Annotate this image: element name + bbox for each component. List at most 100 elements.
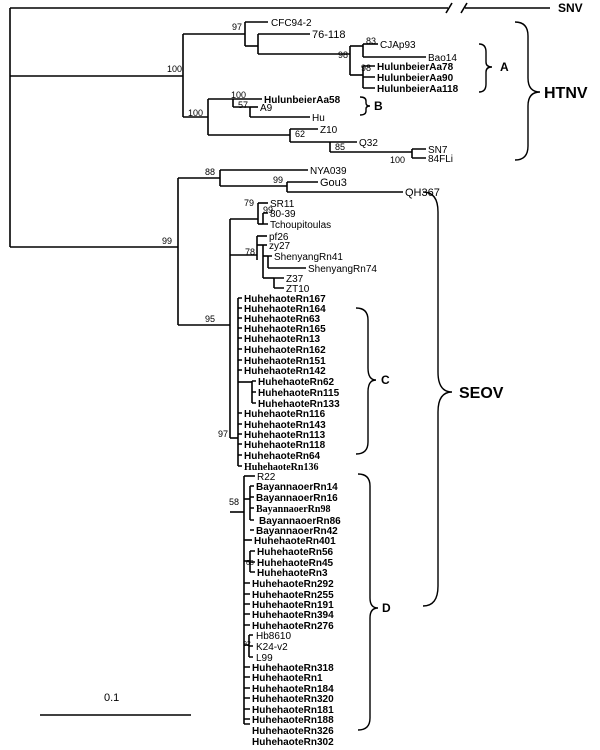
taxon-label: Hu xyxy=(312,113,325,124)
taxon-label: HuhehaoteRn276 xyxy=(252,621,334,632)
clade-b-bracket xyxy=(359,96,371,116)
bootstrap-value: 57 xyxy=(238,100,248,110)
taxon-label: HuhehaoteRn164 xyxy=(244,304,326,315)
taxon-label: Hb8610 xyxy=(256,631,291,642)
taxon-label: HuhehaoteRn115 xyxy=(258,388,340,399)
taxon-label: HuhehaoteRn181 xyxy=(252,705,334,716)
bootstrap-value: 97 xyxy=(232,22,242,32)
taxon-label: HuhehaoteRn63 xyxy=(244,314,321,325)
clade-c-label: C xyxy=(381,373,390,387)
bootstrap-value: 97 xyxy=(218,429,228,439)
clade-c-bracket xyxy=(355,307,377,455)
htnv-bracket xyxy=(514,21,541,161)
bootstrap-value: 85 xyxy=(335,142,345,152)
taxon-label: HuhehaoteRn188 xyxy=(252,715,334,726)
taxon-label: HulunbeierAa58 xyxy=(264,95,341,106)
taxon-label: Tchoupitoulas xyxy=(270,220,331,231)
taxon-label: NYA039 xyxy=(310,166,347,177)
scale-bar-label: 0.1 xyxy=(104,692,119,704)
taxon-label: pf26 xyxy=(269,232,289,243)
bootstrap-value: 98 xyxy=(338,50,348,60)
taxon-label: HuhehaoteRn320 xyxy=(252,694,334,705)
taxon-label: HulunbeierAa90 xyxy=(377,73,454,84)
taxon-label: Gou3 xyxy=(320,177,347,189)
bootstrap-value: 100 xyxy=(390,155,405,165)
bootstrap-value: 92 xyxy=(243,641,251,648)
seov-bracket xyxy=(422,191,453,607)
taxon-label: BayannaoerRn14 xyxy=(256,482,338,493)
taxon-label: BayannaoerRn42 xyxy=(256,526,338,537)
taxon-label: HulunbeierAa118 xyxy=(377,84,459,95)
bootstrap-value: 100 xyxy=(188,108,203,118)
taxon-label: HuhehaoteRn136 xyxy=(244,462,318,473)
taxon-label: 76-118 xyxy=(312,29,345,41)
taxon-label: ShenyangRn74 xyxy=(308,264,377,275)
scale-bar: 0.1 xyxy=(40,692,191,716)
taxon-label: L99 xyxy=(256,653,273,664)
clade-d-label: D xyxy=(382,601,391,615)
taxon-label: HuhehaoteRn113 xyxy=(244,430,326,441)
taxon-label: CFC94-2 xyxy=(271,18,312,29)
bootstrap-value: 100 xyxy=(167,64,182,74)
bootstrap-value: 88 xyxy=(205,167,215,177)
taxon-label: ShenyangRn41 xyxy=(274,252,343,263)
taxon-label: SN7 xyxy=(428,145,448,156)
taxon-label: HuhehaoteRn162 xyxy=(244,345,326,356)
taxon-labels: CFC94-2 76-118 CJAp93 Bao14 HulunbeierAa… xyxy=(244,18,459,748)
outgroup-label: SNV xyxy=(558,1,583,15)
bootstrap-value: 98 xyxy=(361,63,371,73)
seov-label: SEOV xyxy=(459,385,504,402)
clade-b-label: B xyxy=(374,99,383,113)
htnv-label: HTNV xyxy=(544,85,588,102)
bootstrap-value: 95 xyxy=(205,314,215,324)
bootstrap-value: 78 xyxy=(245,247,255,257)
taxon-label: HuhehaoteRn394 xyxy=(252,610,334,621)
bootstrap-values: 100 97 98 83 98 100 100 57 62 85 100 99 … xyxy=(162,22,405,648)
taxon-label: HuhehaoteRn143 xyxy=(244,420,326,431)
taxon-label: R22 xyxy=(257,472,276,483)
taxon-label: Z10 xyxy=(320,125,338,136)
taxon-label: Z37 xyxy=(286,274,304,285)
taxon-label: HuhehaoteRn13 xyxy=(244,334,321,345)
taxon-label: zy27 xyxy=(269,241,291,252)
taxon-label: HuhehaoteRn45 xyxy=(257,558,334,569)
taxon-label: A9 xyxy=(260,103,273,114)
taxon-label: Bao14 xyxy=(428,53,457,64)
taxon-label: QH367 xyxy=(405,187,440,199)
taxon-label: HuhehaoteRn167 xyxy=(244,294,326,305)
taxon-label: ZT10 xyxy=(286,284,310,295)
taxon-label: K24-v2 xyxy=(256,642,288,653)
taxon-label: HuhehaoteRn62 xyxy=(258,377,335,388)
bootstrap-value: 99 xyxy=(263,205,273,215)
taxon-label: HuhehaoteRn302 xyxy=(252,737,334,748)
taxon-label: HuhehaoteRn118 xyxy=(244,440,326,451)
taxon-label: HuhehaoteRn165 xyxy=(244,324,326,335)
clade-a-label: A xyxy=(500,60,509,74)
taxon-label: SR11 xyxy=(270,199,295,210)
taxon-label: 84FLi xyxy=(428,154,453,165)
taxon-label: HuhehaoteRn142 xyxy=(244,366,326,377)
taxon-label: BayannaoerRn98 xyxy=(256,504,330,515)
bootstrap-value: 83 xyxy=(366,36,376,46)
taxon-label: HuhehaoteRn318 xyxy=(252,663,334,674)
taxon-label: HuhehaoteRn133 xyxy=(258,399,340,410)
taxon-label: HuhehaoteRn255 xyxy=(252,590,334,601)
bootstrap-value: 99 xyxy=(273,175,283,185)
clade-d-bracket xyxy=(357,473,379,731)
bootstrap-value: 79 xyxy=(244,198,254,208)
taxon-label: HuhehaoteRn1 xyxy=(252,673,323,684)
taxon-label: HuhehaoteRn116 xyxy=(244,409,326,420)
taxon-label: HuhehaoteRn56 xyxy=(257,547,334,558)
taxon-label: BayannaoerRn86 xyxy=(259,516,341,527)
taxon-label: HuhehaoteRn191 xyxy=(252,600,334,611)
taxon-label: HuhehaoteRn292 xyxy=(252,579,334,590)
taxon-label: HuhehaoteRn64 xyxy=(244,451,321,462)
taxon-label: HuhehaoteRn401 xyxy=(254,536,336,547)
taxon-label: HuhehaoteRn184 xyxy=(252,684,334,695)
taxon-label: 80-39 xyxy=(270,209,296,220)
group-brackets xyxy=(355,21,541,731)
bootstrap-value: 100 xyxy=(231,90,246,100)
taxon-label: HuhehaoteRn326 xyxy=(252,726,334,737)
bootstrap-value: 58 xyxy=(229,497,239,507)
taxon-label: Q32 xyxy=(359,138,378,149)
